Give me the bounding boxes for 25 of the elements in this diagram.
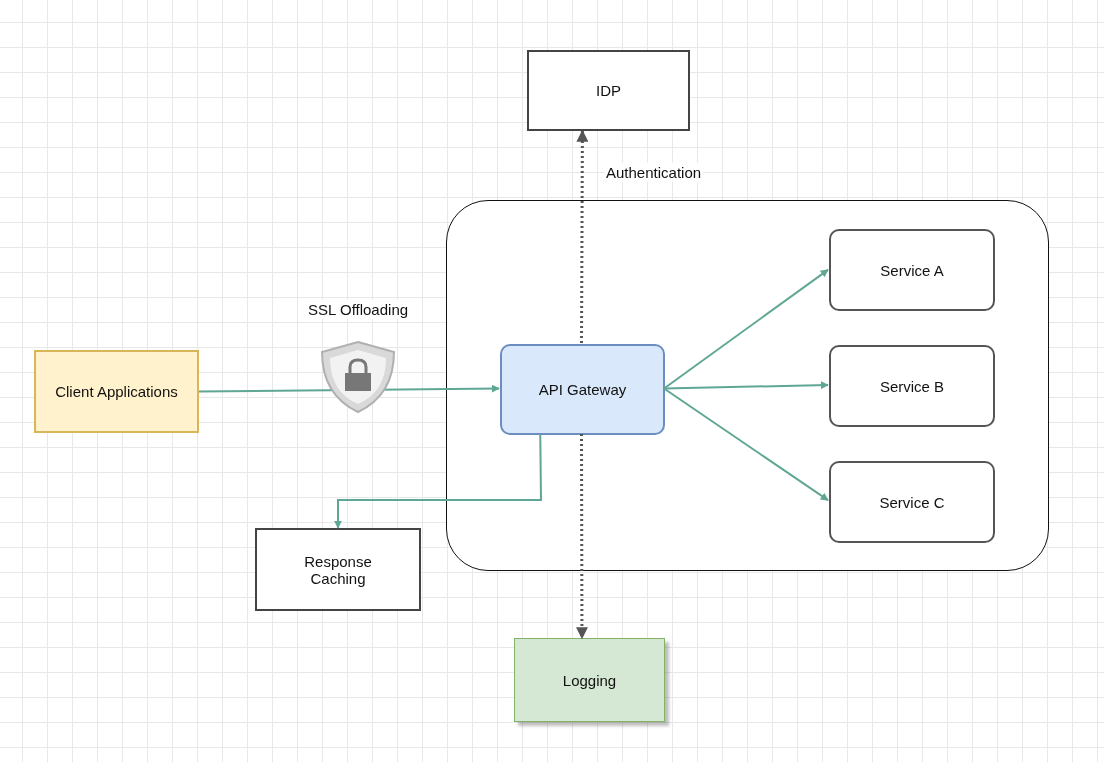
- node-label: Response Caching: [303, 552, 373, 587]
- dotted-arrow: [575, 434, 588, 640]
- arrow: [663, 387, 829, 502]
- arrow: [334, 433, 542, 529]
- node-label: IDP: [596, 82, 621, 99]
- cache-box: [255, 528, 421, 611]
- edge-label: Authentication: [604, 163, 704, 182]
- service-box: [829, 229, 995, 311]
- idp-box: [527, 50, 690, 131]
- service-box: [829, 461, 995, 543]
- arrow: [663, 268, 829, 390]
- dotted-arrow: [576, 129, 589, 343]
- logging-box: [514, 638, 665, 722]
- node-label: Service B: [879, 377, 945, 395]
- node-label: API Gateway: [538, 381, 627, 398]
- node-label: Service C: [879, 493, 945, 511]
- node-label: Service A: [880, 261, 944, 279]
- node-label: Client Applications: [55, 383, 178, 400]
- gateway-box: [500, 344, 665, 435]
- client-box: [34, 350, 199, 433]
- service-box: [829, 345, 995, 427]
- container-box: [446, 200, 1049, 571]
- arrow: [663, 381, 829, 390]
- node-label: Logging: [562, 671, 617, 689]
- edge-label: SSL Offloading: [306, 300, 411, 319]
